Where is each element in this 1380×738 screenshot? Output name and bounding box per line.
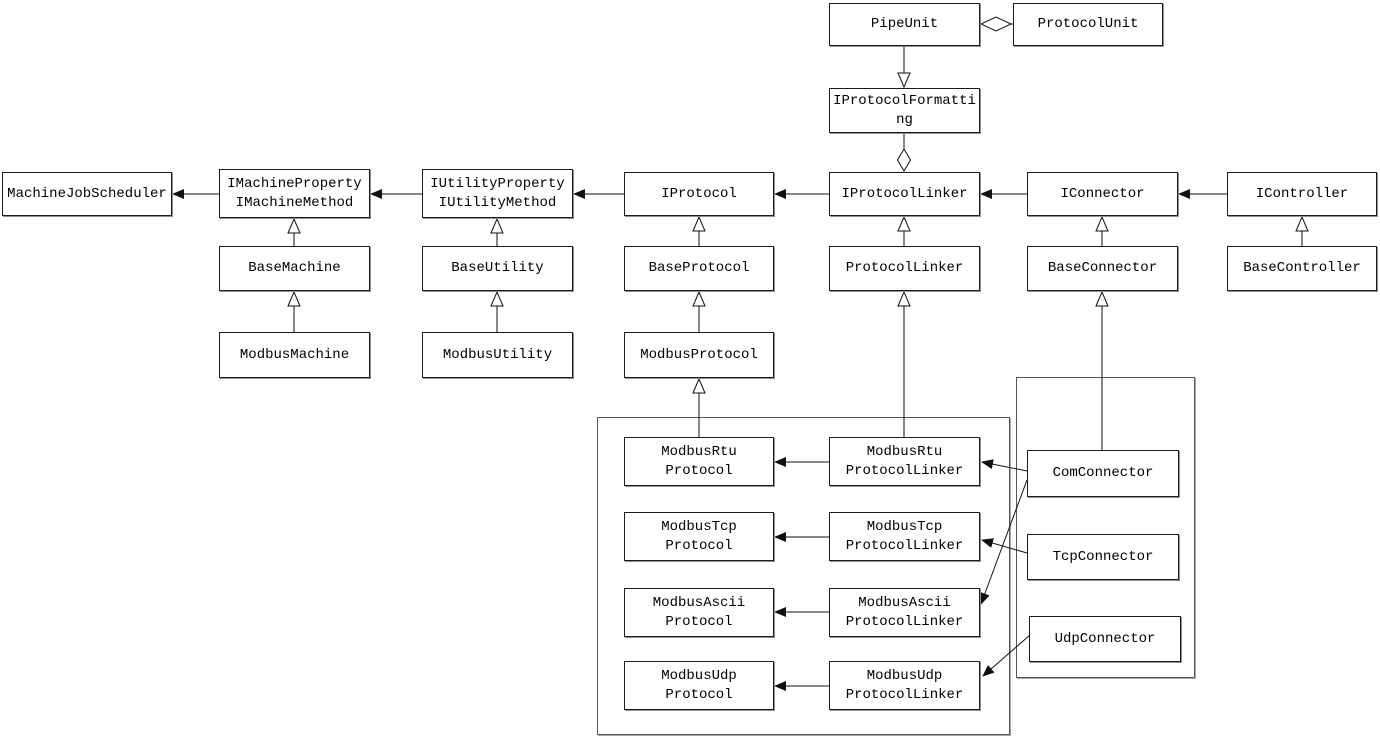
class-comconnector: ComConnector [1027,450,1179,497]
class-tcpconnector-label: TcpConnector [1052,548,1154,565]
interface-iutility-label: IUtilityProperty IUtilityMethod [430,175,565,211]
interface-iprotocol: IProtocol [624,172,774,216]
class-modbusmachine-label: ModbusMachine [239,346,350,363]
class-protocollinker: ProtocolLinker [829,246,980,291]
class-comconnector-label: ComConnector [1052,465,1154,482]
interface-iutility: IUtilityProperty IUtilityMethod [422,169,573,218]
class-tcpconnector: TcpConnector [1027,534,1179,580]
class-basemachine: BaseMachine [219,246,370,291]
interface-iprotocollinker-label: IProtocolLinker [841,185,968,202]
interface-iconnector: IConnector [1027,172,1178,216]
class-baseutility-label: BaseUtility [451,260,544,277]
interface-imachine: IMachineProperty IMachineMethod [219,169,370,218]
class-baseprotocol: BaseProtocol [624,246,774,291]
class-modbusrtuprotocollinker: ModbusRtu ProtocolLinker [829,437,980,486]
class-basemachine-label: BaseMachine [248,260,341,277]
class-protocolunit-label: ProtocolUnit [1037,16,1139,33]
class-machinejobscheduler-label: MachineJobScheduler [7,185,167,202]
class-modbusudpprotocollinker-label: ModbusUdp ProtocolLinker [845,667,964,703]
class-modbusrtuprotocol-label: ModbusRtu Protocol [661,443,737,479]
class-modbusprotocol: ModbusProtocol [624,332,774,378]
class-udpconnector: UdpConnector [1029,616,1181,662]
class-modbustcpprotocollinker-label: ModbusTcp ProtocolLinker [845,518,964,554]
interface-iprotocollinker: IProtocolLinker [829,172,980,216]
interface-icontroller: IController [1227,172,1377,216]
class-baseconnector-label: BaseConnector [1047,260,1158,277]
class-basecontroller: BaseController [1227,246,1377,291]
class-modbusrtuprotocollinker-label: ModbusRtu ProtocolLinker [845,443,964,479]
class-modbusudpprotocol: ModbusUdp Protocol [624,661,774,710]
class-protocolunit: ProtocolUnit [1013,3,1163,46]
class-modbusprotocol-label: ModbusProtocol [640,346,758,363]
interface-icontroller-label: IController [1255,185,1349,202]
class-modbusudpprotocol-label: ModbusUdp Protocol [661,667,737,703]
class-modbusrtuprotocol: ModbusRtu Protocol [624,437,774,486]
class-pipeunit-label: PipeUnit [870,16,939,33]
class-modbusutility: ModbusUtility [422,332,573,378]
class-modbusutility-label: ModbusUtility [442,346,553,363]
interface-iprotocolformatting-label: IProtocolFormatting [833,92,976,128]
class-machinejobscheduler: MachineJobScheduler [2,172,172,216]
class-baseprotocol-label: BaseProtocol [648,260,750,277]
interface-imachine-label: IMachineProperty IMachineMethod [227,175,362,211]
class-modbustcpprotocol-label: ModbusTcp Protocol [661,518,737,554]
class-modbusmachine: ModbusMachine [219,332,370,378]
aggregation-diamond-pipeunit [979,16,1013,32]
interface-iprotocol-label: IProtocol [661,185,737,202]
class-modbustcpprotocollinker: ModbusTcp ProtocolLinker [829,512,980,561]
class-udpconnector-label: UdpConnector [1054,630,1156,647]
class-protocollinker-label: ProtocolLinker [845,260,964,277]
class-modbustcpprotocol: ModbusTcp Protocol [624,512,774,561]
class-basecontroller-label: BaseController [1243,260,1361,277]
aggregation-diamond-iprotocollinker [896,148,912,172]
interface-iprotocolformatting: IProtocolFormatting [829,88,980,133]
class-modbusasciiprotocollinker: ModbusAscii ProtocolLinker [829,588,980,637]
interface-iconnector-label: IConnector [1060,185,1145,202]
class-modbusasciiprotocollinker-label: ModbusAscii ProtocolLinker [845,594,964,630]
class-modbusasciiprotocol-label: ModbusAscii Protocol [652,594,746,630]
class-modbusudpprotocollinker: ModbusUdp ProtocolLinker [829,661,980,710]
class-pipeunit: PipeUnit [829,3,980,46]
class-baseconnector: BaseConnector [1027,246,1178,291]
class-baseutility: BaseUtility [422,246,573,291]
class-modbusasciiprotocol: ModbusAscii Protocol [624,588,774,637]
